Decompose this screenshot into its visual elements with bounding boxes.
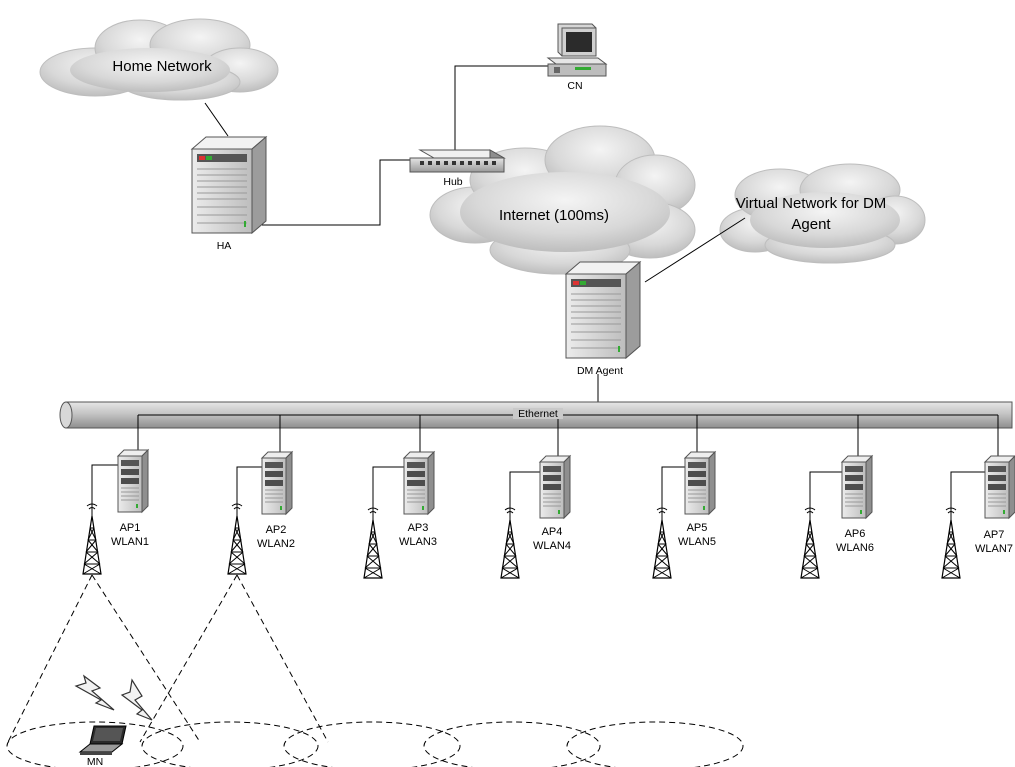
access-point-7: AP7 WLAN7 bbox=[941, 455, 1015, 579]
access-point-6: AP6 WLAN6 bbox=[800, 455, 874, 579]
dm-agent-label: DM Agent bbox=[577, 365, 623, 377]
dm-agent-server: DM Agent bbox=[565, 261, 641, 377]
wlan-label: WLAN7 bbox=[975, 543, 1013, 555]
server-tower-icon bbox=[191, 136, 267, 234]
cn-computer: CN bbox=[546, 23, 608, 92]
virtual-network-label-line1: Virtual Network for DM bbox=[736, 195, 887, 212]
server-tower-icon bbox=[684, 451, 716, 515]
access-point-1: AP1 WLAN1 bbox=[82, 449, 149, 575]
radio-tower-icon bbox=[82, 503, 102, 575]
wlan-label: WLAN3 bbox=[399, 536, 437, 548]
radio-tower-icon bbox=[227, 503, 247, 575]
internet-label: Internet (100ms) bbox=[499, 207, 609, 224]
network-hub-icon bbox=[409, 149, 506, 173]
wires bbox=[204, 65, 746, 410]
internet-cloud: Internet (100ms) bbox=[429, 125, 696, 275]
server-tower-icon bbox=[841, 455, 873, 519]
wlan-label: WLAN4 bbox=[533, 540, 571, 552]
mn-label: MN bbox=[87, 756, 103, 767]
ap-label: AP6 bbox=[845, 528, 866, 540]
wlan-label: WLAN6 bbox=[836, 542, 874, 554]
radio-tower-icon bbox=[652, 507, 672, 579]
home-network-label: Home Network bbox=[112, 58, 212, 75]
radio-tower-icon bbox=[363, 507, 383, 579]
mobile-node: MN bbox=[74, 674, 153, 767]
desktop-computer-icon bbox=[546, 23, 608, 77]
radio-tower-icon bbox=[800, 507, 820, 579]
server-tower-icon bbox=[984, 455, 1015, 519]
ethernet-label: Ethernet bbox=[518, 408, 558, 420]
ap-label: AP2 bbox=[266, 524, 287, 536]
hub: Hub bbox=[409, 149, 506, 188]
server-tower-icon bbox=[565, 261, 641, 359]
server-tower-icon bbox=[117, 449, 149, 513]
wlan-label: WLAN1 bbox=[111, 536, 149, 548]
ethernet-bus: Ethernet bbox=[59, 401, 1013, 456]
radio-tower-icon bbox=[941, 507, 961, 579]
lightning-bolt-icon bbox=[74, 674, 115, 711]
coverage-areas bbox=[6, 574, 744, 767]
ap-label: AP5 bbox=[687, 522, 708, 534]
virtual-network-label-line2: Agent bbox=[791, 216, 831, 233]
ha-label: HA bbox=[217, 240, 232, 252]
ha-server: HA bbox=[191, 136, 267, 252]
server-tower-icon bbox=[539, 455, 571, 519]
radio-tower-icon bbox=[500, 507, 520, 579]
ap-label: AP4 bbox=[542, 526, 563, 538]
laptop-icon bbox=[78, 725, 127, 755]
ap-label: AP3 bbox=[408, 522, 429, 534]
home-network-cloud: Home Network bbox=[39, 18, 279, 101]
access-point-2: AP2 WLAN2 bbox=[227, 451, 295, 575]
server-tower-icon bbox=[403, 451, 435, 515]
cloud-icon bbox=[39, 18, 279, 101]
server-tower-icon bbox=[261, 451, 293, 515]
cn-label: CN bbox=[567, 80, 582, 92]
cloud-icon bbox=[429, 125, 696, 275]
virtual-network-cloud: Virtual Network for DM Agent bbox=[719, 163, 926, 264]
access-point-4: AP4 WLAN4 bbox=[500, 455, 571, 579]
hub-label: Hub bbox=[443, 176, 462, 188]
wlan-label: WLAN2 bbox=[257, 538, 295, 550]
wlan-label: WLAN5 bbox=[678, 536, 716, 548]
access-point-5: AP5 WLAN5 bbox=[652, 451, 716, 579]
ap-label: AP1 bbox=[120, 522, 141, 534]
ap-label: AP7 bbox=[984, 529, 1005, 541]
cloud-icon bbox=[719, 163, 926, 264]
access-point-3: AP3 WLAN3 bbox=[363, 451, 437, 579]
lightning-bolt-icon bbox=[120, 678, 153, 721]
